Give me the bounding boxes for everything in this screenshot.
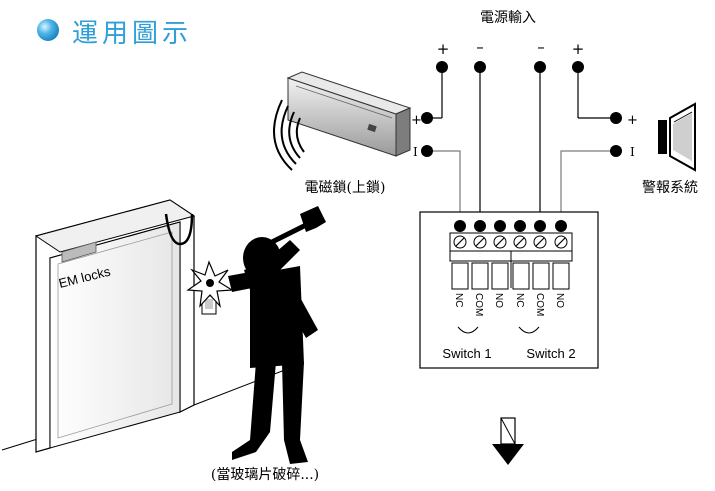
alarm-plus-sign: + bbox=[627, 113, 638, 128]
power-plus-sign-right: + bbox=[572, 40, 585, 58]
em-lock-caption: 電磁鎖(上鎖) bbox=[305, 180, 386, 196]
em-lock-minus-dot bbox=[421, 145, 433, 157]
switch-1-label: Switch 1 bbox=[442, 346, 491, 361]
alarm-minus-dot bbox=[610, 145, 622, 157]
glass-break-caption: (當玻璃片破碎...) bbox=[211, 466, 319, 483]
terminal-label-com-2: COM bbox=[534, 293, 545, 316]
switch-1-bracket bbox=[457, 326, 479, 334]
power-input-label: 電源輸入 bbox=[480, 10, 536, 26]
terminal-label-no-1: NO bbox=[493, 293, 504, 308]
alarm-caption: 警報系統 bbox=[642, 180, 698, 196]
wiring bbox=[427, 67, 616, 226]
terminal-label-nc-2: NC bbox=[514, 293, 525, 307]
terminal-label-no-2: NO bbox=[554, 293, 565, 308]
magnetic-waves-icon bbox=[273, 99, 305, 171]
em-lock-plus-dot bbox=[421, 112, 433, 124]
switch-2-label: Switch 2 bbox=[526, 346, 575, 361]
alarm-bar-sign: I bbox=[630, 145, 635, 159]
em-lock-plus-sign: + bbox=[411, 113, 422, 128]
em-lock-bar-sign: I bbox=[413, 145, 418, 159]
power-minus-sign-right: – bbox=[537, 38, 545, 56]
terminal-label-com-1: COM bbox=[473, 293, 484, 316]
door-scene: EM locks bbox=[1, 199, 291, 453]
power-minus-sign-left: – bbox=[476, 38, 484, 56]
switch-controller-box: NC COM NO NC COM NO Switch 1 Switch 2 bbox=[419, 211, 599, 369]
power-terminals bbox=[436, 61, 584, 73]
title-bullet-icon bbox=[37, 19, 59, 41]
hanging-cable bbox=[164, 213, 194, 246]
page-title: 運用圖示 bbox=[72, 19, 192, 49]
power-plus-sign-left: + bbox=[437, 40, 450, 58]
terminal-label-nc-1: NC bbox=[453, 293, 464, 307]
em-lock-device bbox=[286, 71, 412, 157]
down-arrow-icon bbox=[492, 417, 524, 465]
person-with-hammer-icon bbox=[228, 206, 326, 464]
switch-2-bracket bbox=[518, 326, 540, 334]
alarm-speaker-icon bbox=[658, 102, 696, 172]
alarm-plus-dot bbox=[610, 112, 622, 124]
